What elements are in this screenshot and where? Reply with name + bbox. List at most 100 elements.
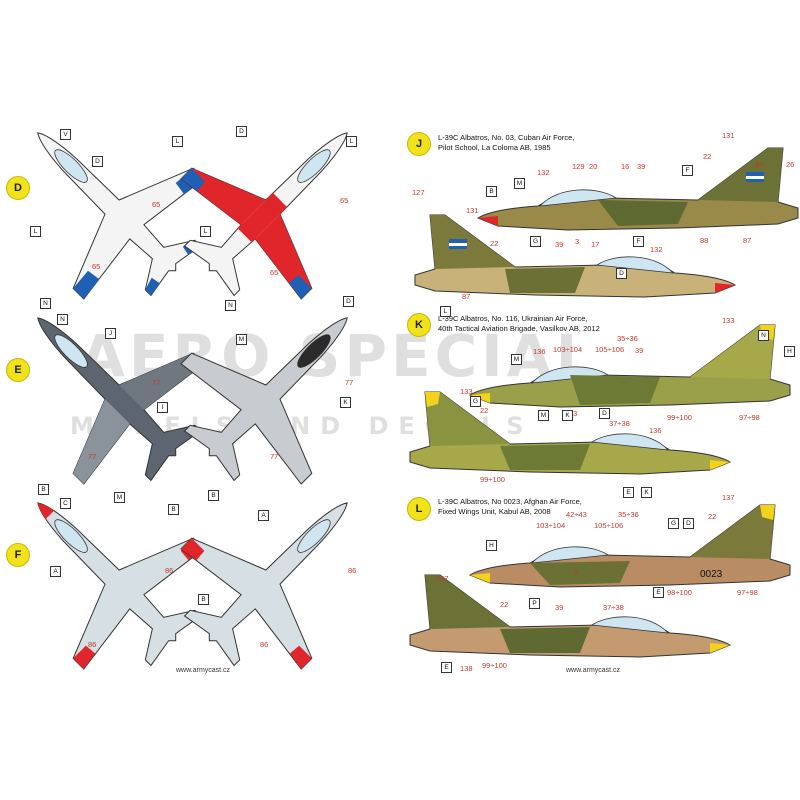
callout: 39 xyxy=(555,240,564,249)
callout: 26 xyxy=(786,160,795,169)
callout: 136 xyxy=(649,426,662,435)
callout: 105÷106 xyxy=(594,521,624,530)
badge-k: K xyxy=(407,313,431,337)
callout: 137 xyxy=(722,493,735,502)
callout: 35÷36 xyxy=(618,510,639,519)
badge-d: D xyxy=(6,176,30,200)
callout: 138 xyxy=(460,664,473,673)
right-credit: www.armycast.cz xyxy=(566,667,621,674)
decal-box: N xyxy=(225,300,236,311)
decal-box: N xyxy=(758,330,769,341)
decal-box: B xyxy=(198,594,209,605)
decal-box: A xyxy=(258,510,269,521)
decal-box: B xyxy=(208,490,219,501)
callout: 77 xyxy=(88,452,97,461)
badge-e: E xyxy=(6,358,30,382)
callout: 137 xyxy=(436,574,449,583)
callout: 87 xyxy=(743,236,752,245)
decal-box: D xyxy=(236,126,247,137)
aircraft-f-top xyxy=(0,442,237,702)
decal-box: J xyxy=(105,328,116,339)
decal-box: M xyxy=(114,492,125,503)
aircraft-e-bottom xyxy=(148,257,400,517)
callout: 22 xyxy=(490,239,499,248)
callout: 17 xyxy=(591,240,600,249)
decal-box: K xyxy=(562,410,573,421)
callout: 35÷36 xyxy=(617,334,638,343)
right-column-aircraft: 0023 xyxy=(409,147,799,658)
callout: 86 xyxy=(260,640,269,649)
callout: 22 xyxy=(703,152,712,161)
callout: 33 xyxy=(755,160,764,169)
callout: 65 xyxy=(270,268,279,277)
decal-box: M xyxy=(511,354,522,365)
callout: 88 xyxy=(700,236,709,245)
callout: 77 xyxy=(152,378,161,387)
decal-box: G xyxy=(470,396,481,407)
callout: 37÷38 xyxy=(609,419,630,428)
callout: 3 xyxy=(575,237,580,246)
callout: 65 xyxy=(92,262,101,271)
callout: 42÷43 xyxy=(566,510,587,519)
callout: 99÷100 xyxy=(482,661,507,670)
aircraft-j-right xyxy=(477,147,799,231)
decal-box: E xyxy=(653,587,664,598)
decal-box: I xyxy=(157,402,168,413)
aircraft-d-bottom xyxy=(148,72,400,332)
decal-box: E xyxy=(441,662,452,673)
callout: 129 xyxy=(572,162,585,171)
decal-box: B xyxy=(38,484,49,495)
badge-f: F xyxy=(6,543,30,567)
decal-box: M xyxy=(538,410,549,421)
callout: 3 xyxy=(573,409,578,418)
callout: 86 xyxy=(88,640,97,649)
decal-box: L xyxy=(30,226,41,237)
callout: 39 xyxy=(637,162,646,171)
aircraft-l-left xyxy=(409,574,731,658)
title-k-line1: L-39C Albatros, No. 116, Ukrainian Air F… xyxy=(438,314,588,323)
decal-box: C xyxy=(60,498,71,509)
decal-box: D xyxy=(92,156,103,167)
callout: 16 xyxy=(621,162,630,171)
callout: 133 xyxy=(722,316,735,325)
aircraft-d-top xyxy=(0,72,237,332)
decal-box: V xyxy=(60,129,71,140)
decal-box: B xyxy=(168,504,179,515)
decal-box: D xyxy=(616,268,627,279)
aircraft-l-right: 0023 xyxy=(469,504,791,588)
decal-box: L xyxy=(346,136,357,147)
callout: 99÷100 xyxy=(667,413,692,422)
callout: 132 xyxy=(537,168,550,177)
title-l-line2: Fixed Wings Unit, Kabul AB, 2008 xyxy=(438,507,551,516)
callout: 77 xyxy=(270,452,279,461)
decal-box: B xyxy=(486,186,497,197)
callout: 133 xyxy=(460,387,473,396)
title-l-line1: L-39C Albatros, No 0023, Afghan Air Forc… xyxy=(438,497,582,506)
decal-box: N xyxy=(57,314,68,325)
badge-j: J xyxy=(407,132,431,156)
callout: 86 xyxy=(165,566,174,575)
decal-box: D xyxy=(683,518,694,529)
title-j-line1: L-39C Albatros, No. 03, Cuban Air Force, xyxy=(438,133,575,142)
callout: 87 xyxy=(462,292,471,301)
callout: 22 xyxy=(480,406,489,415)
decal-box: G xyxy=(668,518,679,529)
decal-box: G xyxy=(530,236,541,247)
decal-box: L xyxy=(172,136,183,147)
title-j-line2: Pilot School, La Coloma AB, 1985 xyxy=(438,143,551,152)
serial-text: 0023 xyxy=(700,569,723,580)
callout: 37÷38 xyxy=(603,603,624,612)
callout: 65 xyxy=(340,196,349,205)
left-credit: www.armycast.cz xyxy=(176,667,231,674)
left-column-aircraft xyxy=(0,72,400,702)
decal-box: K xyxy=(340,397,351,408)
aircraft-k-left xyxy=(409,391,731,475)
callout: 103÷104 xyxy=(536,521,566,530)
callout: 98÷100 xyxy=(667,588,692,597)
decal-box: M xyxy=(236,334,247,345)
callout: 77 xyxy=(345,378,354,387)
aircraft-k-right xyxy=(469,324,791,408)
decal-box: D xyxy=(343,296,354,307)
decal-box: P xyxy=(529,598,540,609)
